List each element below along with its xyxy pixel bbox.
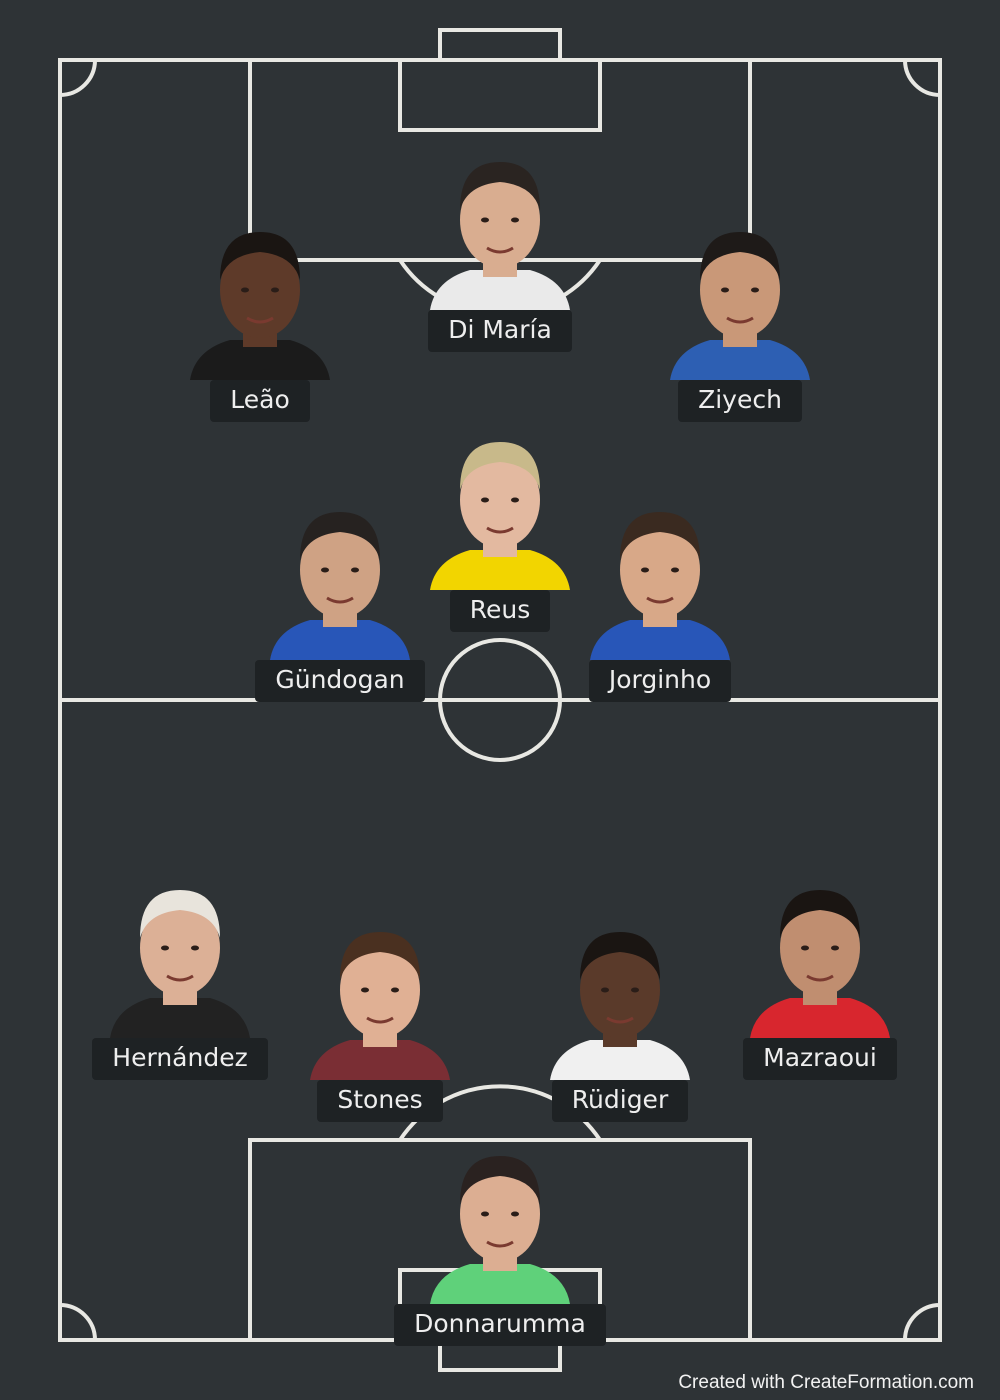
corner-arc-bottom-left	[59, 1303, 97, 1341]
player-name-label: Donnarumma	[394, 1304, 606, 1346]
player-photo	[265, 490, 415, 660]
center-circle	[438, 638, 562, 762]
player-name-label: Rüdiger	[551, 1080, 689, 1122]
player-name-label: Hernández	[92, 1038, 268, 1080]
player-photo	[545, 910, 695, 1080]
player-photo	[425, 140, 575, 310]
player-name-label: Mazraoui	[743, 1038, 897, 1080]
player-card[interactable]: Hernández	[80, 868, 280, 1080]
player-card[interactable]: Leão	[160, 210, 360, 422]
player-photo	[745, 868, 895, 1038]
player-photo	[105, 868, 255, 1038]
top-goal	[438, 28, 562, 62]
player-name-label: Leão	[210, 380, 310, 422]
player-card[interactable]: Donnarumma	[394, 1134, 606, 1346]
player-photo	[425, 420, 575, 590]
player-card[interactable]: Rüdiger	[520, 910, 720, 1122]
player-card[interactable]: Di María	[400, 140, 600, 352]
player-photo	[305, 910, 455, 1080]
player-card[interactable]: Reus	[400, 420, 600, 632]
player-photo	[585, 490, 735, 660]
player-photo	[425, 1134, 575, 1304]
player-card[interactable]: Gündogan	[240, 490, 440, 702]
top-goal-box	[398, 58, 602, 132]
player-card[interactable]: Mazraoui	[720, 868, 920, 1080]
player-card[interactable]: Jorginho	[560, 490, 760, 702]
player-name-label: Gündogan	[255, 660, 425, 702]
player-photo	[185, 210, 335, 380]
credit-text[interactable]: Created with CreateFormation.com	[678, 1372, 974, 1393]
player-photo	[665, 210, 815, 380]
player-card[interactable]: Stones	[280, 910, 480, 1122]
player-name-label: Ziyech	[678, 380, 802, 422]
player-name-label: Stones	[317, 1080, 443, 1122]
corner-arc-top-right	[903, 59, 941, 97]
player-name-label: Di María	[428, 310, 572, 352]
corner-arc-bottom-right	[903, 1303, 941, 1341]
player-card[interactable]: Ziyech	[640, 210, 840, 422]
player-name-label: Jorginho	[588, 660, 732, 702]
player-name-label: Reus	[449, 590, 551, 632]
corner-arc-top-left	[59, 59, 97, 97]
